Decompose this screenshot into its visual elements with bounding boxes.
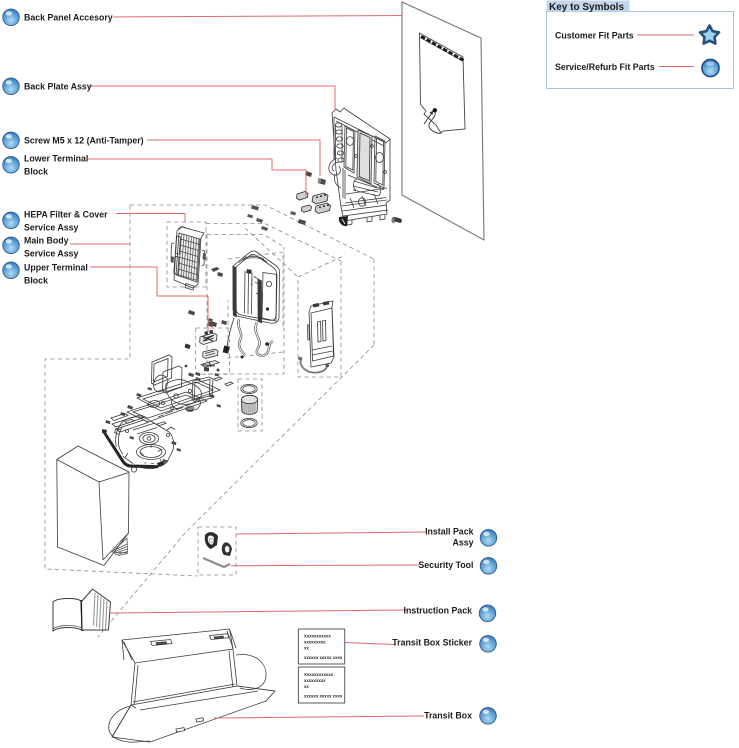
svg-text:Customer Fit Parts: Customer Fit Parts: [555, 31, 634, 41]
svg-text:Key to Symbols: Key to Symbols: [549, 2, 624, 13]
svg-text:Security Tool: Security Tool: [418, 560, 473, 570]
svg-text:Instruction Pack: Instruction Pack: [404, 606, 473, 616]
svg-text:Service Assy: Service Assy: [24, 223, 79, 233]
svg-text:xxxxxxxxx: xxxxxxxxx: [304, 640, 326, 645]
svg-text:HEPA Filter & Cover: HEPA Filter & Cover: [24, 210, 108, 220]
svg-text:Block: Block: [24, 276, 48, 286]
svg-text:xxxxxx xxxxx xxxx: xxxxxx xxxxx xxxx: [304, 655, 343, 660]
svg-text:xxxxxxxxx: xxxxxxxxx: [304, 678, 326, 683]
svg-text:Back Plate Assy: Back Plate Assy: [24, 82, 92, 92]
svg-text:xx: xx: [304, 646, 309, 651]
svg-text:Upper Terminal: Upper Terminal: [24, 263, 88, 273]
svg-text:Service Assy: Service Assy: [24, 249, 79, 259]
svg-text:Block: Block: [24, 167, 48, 177]
svg-text:Install Pack: Install Pack: [425, 527, 474, 537]
svg-text:Xxxxxxxxxxxx: Xxxxxxxxxxxx: [304, 672, 334, 677]
svg-text:Screw M5 x 12 (Anti-Tamper): Screw M5 x 12 (Anti-Tamper): [24, 136, 144, 146]
svg-text:Service/Refurb Fit Parts: Service/Refurb Fit Parts: [555, 62, 655, 72]
svg-text:Main Body: Main Body: [24, 236, 69, 246]
svg-text:Back Panel Accesory: Back Panel Accesory: [24, 13, 113, 23]
svg-text:Xxxxxxxxxxx: Xxxxxxxxxxx: [304, 634, 331, 639]
svg-text:Assy: Assy: [452, 538, 473, 548]
svg-text:xxxxxx xxxxx xxxx: xxxxxx xxxxx xxxx: [304, 694, 343, 699]
svg-text:xx: xx: [304, 684, 309, 689]
svg-text:Transit Box Sticker: Transit Box Sticker: [392, 638, 472, 648]
svg-text:Lower Terminal: Lower Terminal: [24, 154, 88, 164]
svg-text:Transit Box: Transit Box: [424, 711, 472, 721]
